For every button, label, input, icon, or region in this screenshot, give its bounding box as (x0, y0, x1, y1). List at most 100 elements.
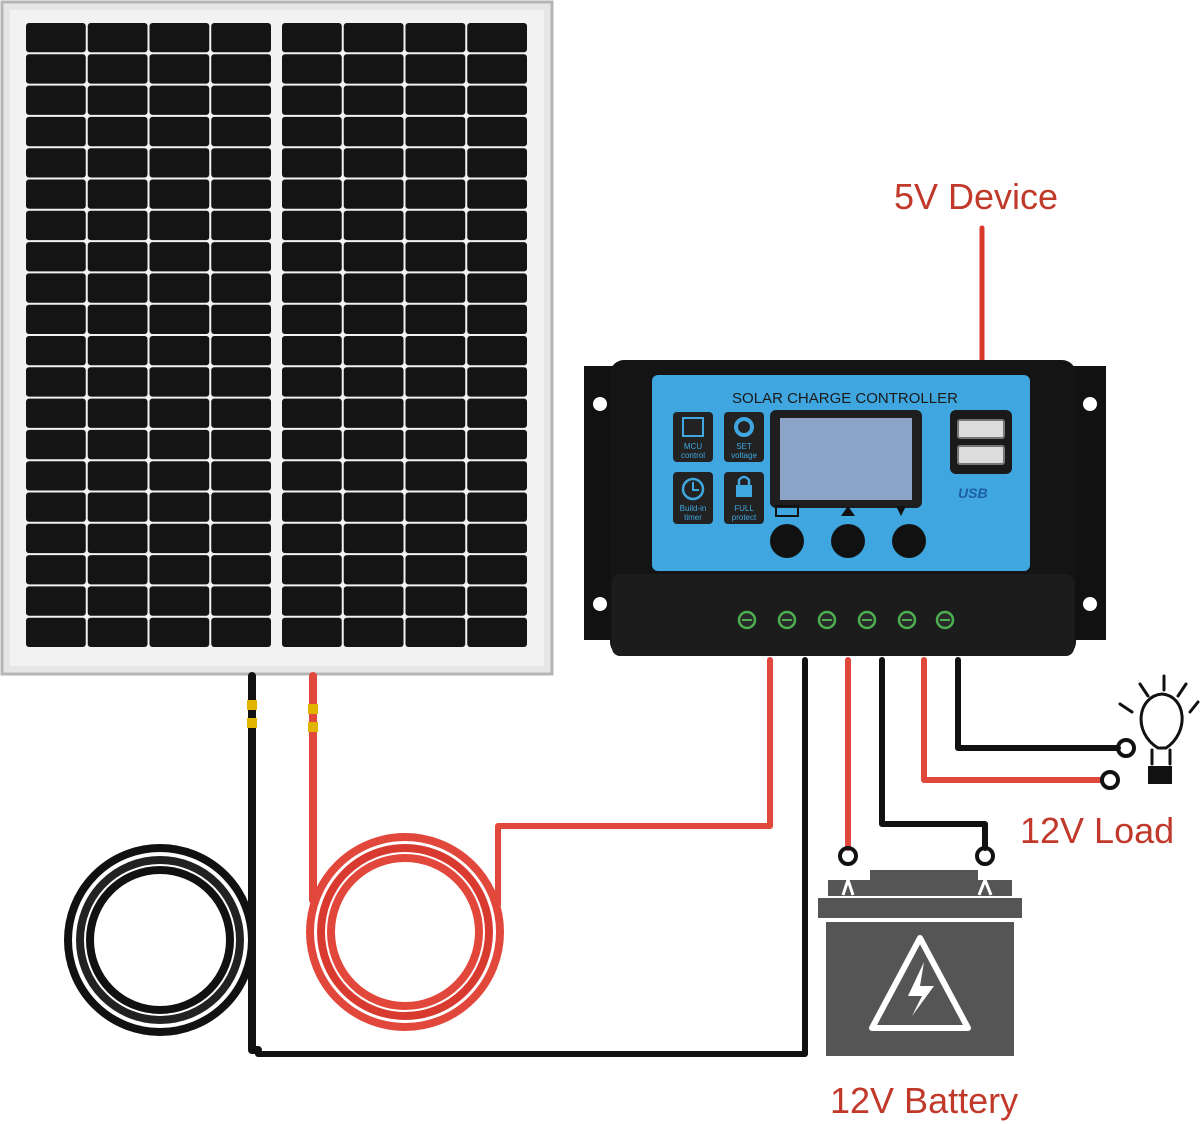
solar-cell (211, 586, 271, 616)
solar-cell (343, 179, 404, 209)
solar-cell (343, 429, 404, 460)
solar-cell (343, 617, 404, 647)
solar-cell (467, 555, 527, 585)
solar-cell (405, 367, 466, 397)
solar-cell (467, 54, 527, 84)
solar-cell (282, 617, 342, 647)
solar-cell (405, 398, 466, 428)
solar-cell (282, 23, 342, 53)
solar-cell (26, 179, 86, 209)
solar-cell (467, 523, 527, 554)
solar-cell (405, 148, 466, 178)
battery-label: 12V Battery (830, 1080, 1019, 1121)
solar-cell (149, 555, 210, 585)
solar-cell (149, 523, 210, 554)
solar-cell (26, 429, 86, 460)
solar-cell (87, 586, 148, 616)
solar-cell (405, 210, 466, 241)
solar-cell (211, 116, 271, 147)
solar-cell (282, 398, 342, 428)
chip-icon: MCU control (673, 412, 713, 462)
solar-cell (405, 617, 466, 647)
solar-cell (211, 617, 271, 647)
solar-cell (405, 586, 466, 616)
solar-cell (149, 492, 210, 522)
down-arrow-icon (896, 506, 906, 516)
chip-icon-line2: control (681, 451, 705, 460)
solar-cell (282, 586, 342, 616)
usb-device-label: 5V Device (894, 176, 1059, 217)
down-button[interactable] (892, 524, 926, 558)
battery-indicator-icon (775, 505, 799, 517)
solar-cell (149, 367, 210, 397)
solar-cell (211, 23, 271, 53)
solar-cell (87, 85, 148, 115)
solar-cell-grid (26, 23, 527, 647)
solar-cell (211, 148, 271, 178)
clock-icon: Build-in timer (673, 472, 713, 524)
chip-icon-line1: MCU (684, 442, 702, 451)
light-bulb-icon (1118, 674, 1200, 784)
solar-cell (405, 492, 466, 522)
solar-cell (343, 367, 404, 397)
solar-cell (149, 242, 210, 272)
solar-cell (405, 523, 466, 554)
solar-cell (343, 242, 404, 272)
solar-cell (343, 336, 404, 366)
solar-cell (343, 492, 404, 522)
solar-cell (343, 116, 404, 147)
solar-cell (149, 429, 210, 460)
solar-cell (87, 398, 148, 428)
clock-icon-line1: Build-in (680, 504, 707, 513)
solar-cell (26, 336, 86, 366)
solar-cell (87, 367, 148, 397)
up-button[interactable] (831, 524, 865, 558)
solar-cell (405, 242, 466, 272)
mounting-tab-right (1070, 366, 1106, 640)
solar-cell (87, 23, 148, 53)
black-cable-coil (64, 844, 256, 1036)
menu-button[interactable] (770, 524, 804, 558)
solar-cell (343, 85, 404, 115)
lock-icon-line1: FULL (734, 504, 754, 513)
usb-port-top[interactable] (957, 419, 1005, 439)
solar-cell (26, 398, 86, 428)
solar-negative-to-controller (255, 657, 808, 1057)
solar-cell (26, 617, 86, 647)
solar-cell (149, 179, 210, 209)
solar-cell (149, 304, 210, 334)
controller-title: SOLAR CHARGE CONTROLLER (732, 390, 958, 407)
solar-cell (467, 273, 527, 303)
solar-cell (26, 492, 86, 522)
solar-cell (87, 555, 148, 585)
solar-cell (211, 273, 271, 303)
solar-cell (149, 617, 210, 647)
solar-cell (405, 555, 466, 585)
solar-cell (343, 398, 404, 428)
solar-cell (343, 304, 404, 334)
solar-cell (282, 116, 342, 147)
solar-cell (467, 210, 527, 241)
solar-cell (87, 242, 148, 272)
solar-cell (405, 116, 466, 147)
lcd-screen (780, 418, 912, 500)
wire-band (308, 704, 318, 714)
solar-cell (343, 148, 404, 178)
solar-cell (211, 492, 271, 522)
solar-cell (87, 492, 148, 522)
solar-cell (87, 116, 148, 147)
usb-logo: USB (958, 485, 988, 501)
solar-cell (26, 461, 86, 491)
gear-icon: SET voltage (724, 412, 764, 462)
solar-cell (26, 242, 86, 272)
lock-icon-line2: protect (732, 513, 757, 522)
solar-cell (211, 429, 271, 460)
solar-cell (149, 336, 210, 366)
solar-cell (467, 85, 527, 115)
usb-port-bottom[interactable] (957, 445, 1005, 465)
solar-cell (282, 304, 342, 334)
solar-cell (149, 116, 210, 147)
solar-cell (211, 85, 271, 115)
solar-cell (282, 179, 342, 209)
